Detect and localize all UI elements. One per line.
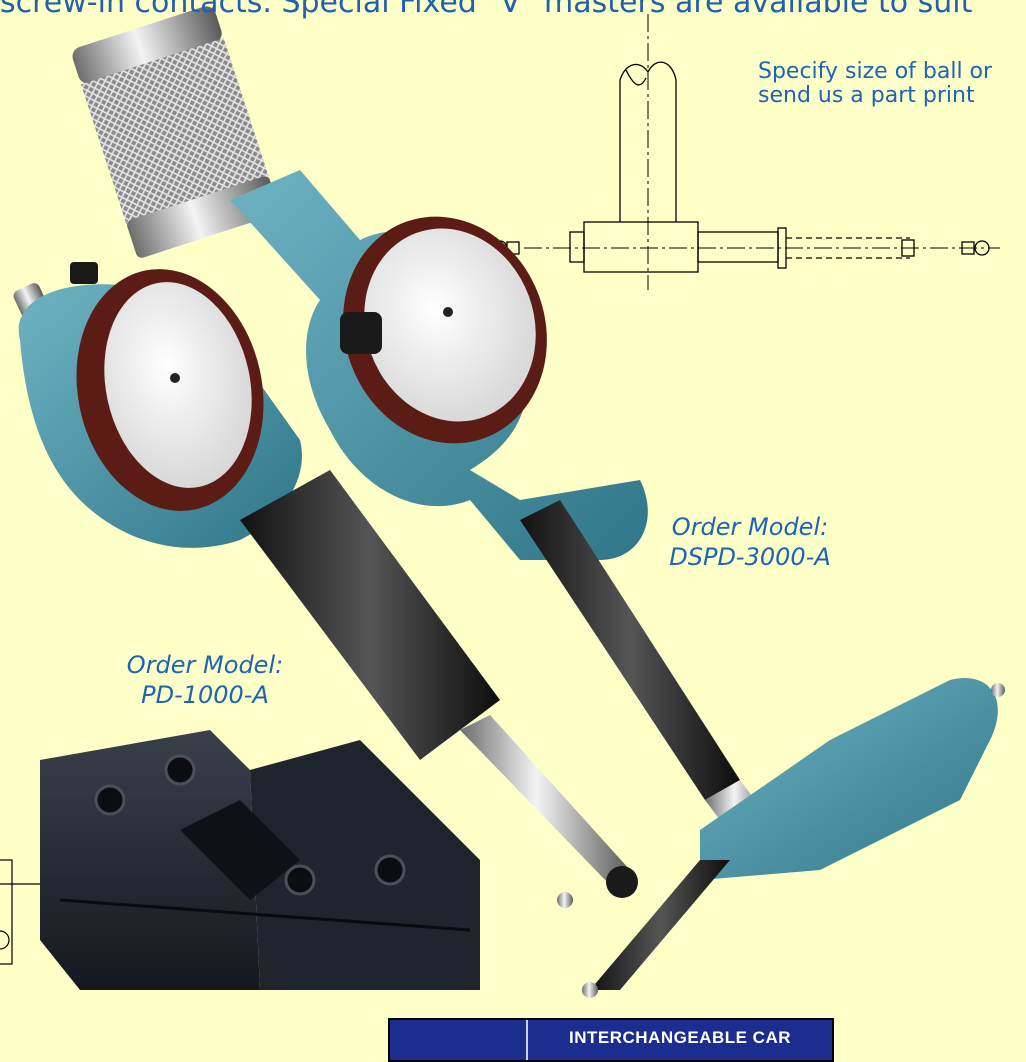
technical-drawing [492,14,1000,290]
partial-drawing [0,859,40,965]
drawing-note: Specify size of ball or send us a part p… [758,59,993,108]
order-model-pd-prefix: Order Model: [126,651,284,679]
table-header-cell-1 [390,1020,528,1060]
order-model-dspd: Order Model: DSPD-3000-A [650,512,850,572]
table-header-cell-2: INTERCHANGEABLE CAR [569,1028,791,1047]
order-model-dspd-prefix: Order Model: [671,513,829,541]
intro-text: screw-in contacts. Special Fixed "V" mas… [0,0,973,20]
parts-table-header: INTERCHANGEABLE CAR [388,1018,834,1062]
v-block-master [40,730,480,990]
order-model-dspd-code: DSPD-3000-A [669,543,831,571]
gauge-pd [13,262,638,908]
order-model-pd: Order Model: PD-1000-A [100,650,310,710]
gauge-dspd [72,6,1005,998]
order-model-pd-code: PD-1000-A [141,681,269,709]
